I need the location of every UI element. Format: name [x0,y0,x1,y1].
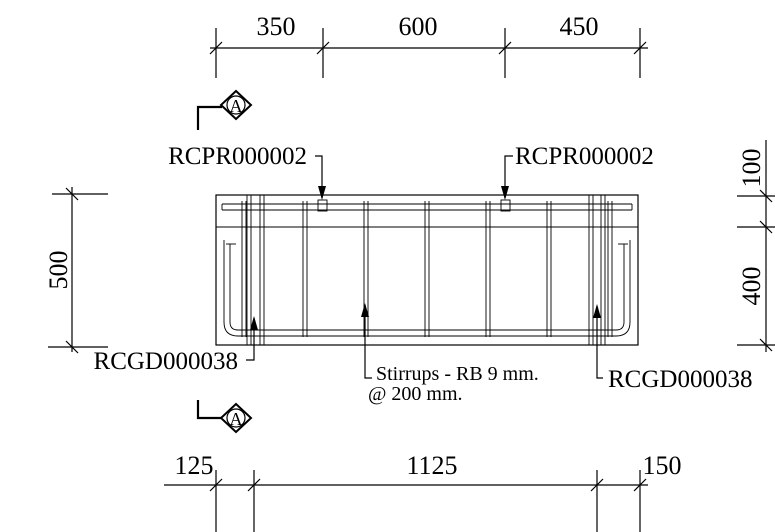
bottom-reinforcement-bars [223,240,631,337]
stirrup-note-line1: Stirrups - RB 9 mm. [376,363,539,385]
callout-pr-left: RCPR000002 [168,143,328,212]
section-marker-top: A [196,89,253,130]
callout-pr-right-label: RCPR000002 [515,143,654,170]
right-dimension: 100 400 [737,140,775,352]
section-label-top: A [230,96,243,116]
dim-right-2: 400 [737,267,766,306]
callout-pr-right: RCPR000002 [500,143,654,212]
dim-top-3: 450 [560,12,599,41]
callout-gd-left-label: RCGD000038 [94,348,238,375]
section-label-bottom: A [230,409,243,429]
dim-bottom-1: 125 [175,451,214,480]
stirrup-note: Stirrups - RB 9 mm. @ 200 mm. [361,303,539,405]
callout-pr-left-label: RCPR000002 [168,143,307,170]
section-marker-bottom: A [196,400,253,434]
dim-bottom-2: 1125 [406,451,457,480]
dim-left: 500 [44,251,73,290]
stirrup-group [241,201,613,337]
callout-gd-right-label: RCGD000038 [608,366,752,393]
callout-gd-right: RCGD000038 [593,304,752,393]
stirrup-note-line2: @ 200 mm. [368,383,463,405]
column-lines [246,195,606,345]
top-reinforcement-bar [221,203,633,211]
beam-outline [215,194,639,346]
dim-bottom-3: 150 [643,451,682,480]
bottom-dimension-string: 125 1125 150 [164,451,682,532]
dim-top-1: 350 [257,12,296,41]
left-dimension: 500 [44,187,108,354]
dim-right-1: 100 [737,149,766,188]
dim-top-2: 600 [399,12,438,41]
top-dimension-string: 350 600 450 [209,12,648,78]
callout-gd-left: RCGD000038 [94,316,258,375]
